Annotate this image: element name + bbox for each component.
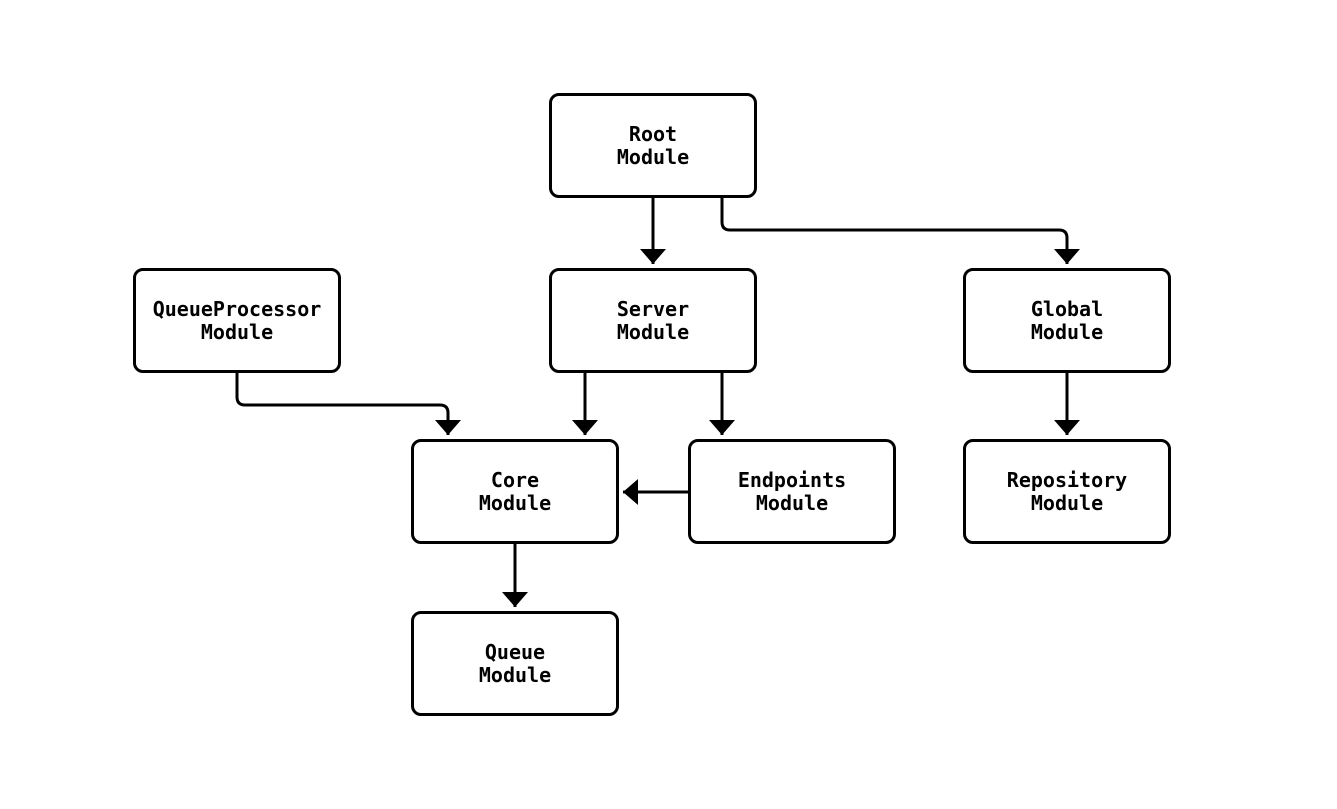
node-queueprocessor-module: QueueProcessor Module	[133, 268, 341, 373]
node-queueprocessor-module-label: QueueProcessor Module	[152, 296, 322, 344]
node-root-module-label: Root Module	[616, 121, 690, 169]
edge-root-to-global	[720, 198, 1080, 264]
node-repository-module: Repository Module	[963, 439, 1171, 544]
node-root-module: Root Module	[549, 93, 757, 198]
node-core-module-label: Core Module	[478, 467, 552, 515]
node-global-module-label: Global Module	[1030, 296, 1104, 344]
node-queue-module-label: Queue Module	[478, 639, 552, 687]
node-core-module: Core Module	[411, 439, 619, 544]
node-queue-module: Queue Module	[411, 611, 619, 716]
node-endpoints-module: Endpoints Module	[688, 439, 896, 544]
node-global-module: Global Module	[963, 268, 1171, 373]
node-repository-module-label: Repository Module	[1006, 467, 1128, 515]
node-server-module-label: Server Module	[616, 296, 690, 344]
node-server-module: Server Module	[549, 268, 757, 373]
edge-queueprocessor-to-core	[235, 373, 461, 435]
node-endpoints-module-label: Endpoints Module	[737, 467, 847, 515]
